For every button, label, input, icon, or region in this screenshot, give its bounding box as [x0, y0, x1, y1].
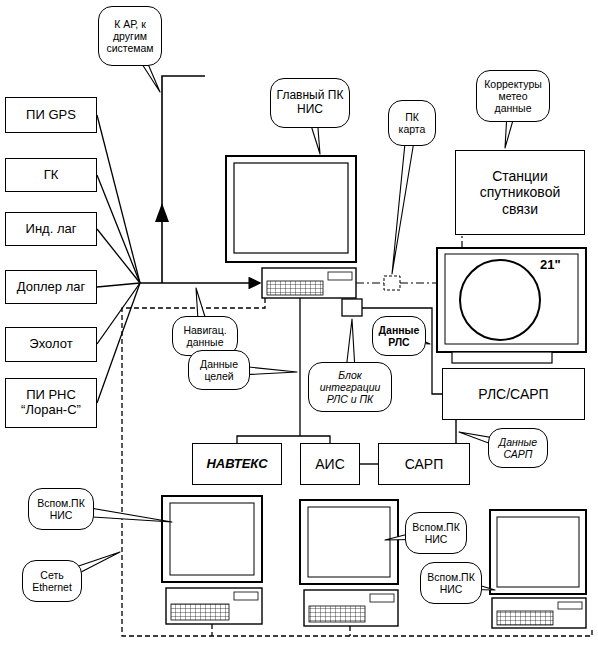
callout-bubble: Вспом.ПК НИС: [28, 488, 94, 530]
main-monitor: [226, 156, 356, 262]
drive-slot: [558, 602, 582, 609]
node-text: Данные РЛС: [377, 324, 421, 348]
node-text: Корректуры метео данные: [481, 78, 545, 114]
node-text: ПК карта: [393, 111, 431, 135]
callout-bubble: Данные САРП: [488, 428, 548, 468]
keyboard: [497, 611, 553, 625]
wire: [97, 283, 140, 403]
nav-data-arrow: [140, 282, 260, 284]
device-box: Инд. лаг: [5, 212, 97, 246]
device-box: ПИ GPS: [5, 97, 97, 133]
device-box: АИС: [300, 443, 360, 485]
node-text: Вспом.ПК НИС: [410, 521, 462, 545]
connector: [360, 463, 378, 464]
integration-block: [342, 299, 362, 316]
monitor-screen: [497, 517, 579, 587]
wire: [97, 283, 140, 287]
device-box: Доплер лаг: [5, 270, 97, 304]
keyboard: [171, 604, 229, 620]
node-text: Сеть Ethernet: [27, 569, 77, 593]
ap-line: [162, 76, 205, 283]
node-text: Эхолот: [29, 337, 72, 352]
callout-bubble: Данные целей: [188, 350, 250, 390]
node-text: Навигац. данные: [177, 324, 233, 348]
satellite-link: [356, 282, 384, 283]
monitor-screen: [234, 163, 348, 253]
node-text: ГК: [44, 168, 59, 183]
aux-monitor: [490, 510, 586, 594]
device-box: НАВТЕКС: [192, 443, 282, 485]
drive-slot: [234, 592, 258, 600]
node-text: Вспом.ПК НИС: [425, 571, 477, 595]
wire: [97, 229, 140, 283]
aux-unit: [166, 588, 262, 624]
wire: [97, 175, 140, 283]
node-text: Станции спутниковой связи: [460, 168, 580, 216]
callout-bubble: Корректуры метео данные: [476, 70, 550, 122]
device-box: САРП: [378, 443, 470, 485]
node-text: ПИ РНС “Лоран-С”: [10, 388, 92, 418]
device-box: РЛС/САРП: [442, 368, 585, 420]
wire: [97, 115, 140, 283]
ethernet-line: [122, 298, 592, 636]
node-text: РЛС/САРП: [478, 386, 548, 402]
node-text: Инд. лаг: [26, 222, 77, 237]
device-box: ПИ РНС “Лоран-С”: [5, 378, 97, 428]
aux-unit: [492, 598, 586, 628]
callout-tails: [52, 36, 520, 590]
radar-scope: [460, 260, 540, 340]
node-text: НАВТЕКС: [206, 457, 267, 472]
node-text: Данные САРП: [493, 436, 543, 460]
device-box: ГК: [5, 158, 97, 192]
radar-monitor: [437, 248, 586, 352]
callout-bubble: К АР, к другим системам: [98, 6, 162, 66]
monitor-screen: [170, 503, 254, 575]
aux-monitor: [162, 496, 262, 582]
node-text: ПИ GPS: [26, 108, 76, 123]
wire: [97, 283, 140, 344]
monitor-screen: [308, 507, 390, 577]
connector: [455, 420, 456, 443]
device-box: Эхолот: [5, 327, 97, 362]
target-data-wire: [237, 436, 330, 443]
radar-screen: [445, 254, 578, 344]
callout-bubble: Блок интеграции РЛС и ПК: [308, 362, 392, 412]
node-text: Вспом.ПК НИС: [33, 497, 89, 521]
callout-bubble: Главный ПК НИС: [270, 78, 350, 128]
drive-slot: [370, 594, 394, 602]
up-arrow: [155, 203, 169, 222]
keyboard: [309, 606, 365, 622]
keyboard: [267, 281, 323, 295]
device-box: Станции спутниковой связи: [455, 150, 585, 235]
node-text: САРП: [405, 456, 444, 472]
radar-base: [452, 352, 552, 363]
node-text: Блок интеграции РЛС и ПК: [313, 369, 387, 405]
callout-bubble: Сеть Ethernet: [22, 560, 82, 602]
node-text: К АР, к другим системам: [103, 18, 157, 54]
callout-bubble: ПК карта: [388, 100, 436, 146]
callout-bubble: Вспом.ПК НИС: [420, 562, 482, 604]
aux-monitor: [300, 500, 398, 584]
node-text: Главный ПК НИС: [275, 89, 345, 117]
node-text: Доплер лаг: [17, 280, 85, 295]
target-data-wire: [299, 298, 300, 436]
pc-card: [384, 276, 400, 290]
size-label: 21": [540, 258, 561, 271]
aux-unit: [304, 590, 398, 626]
drive-slot: [328, 272, 352, 280]
callout-bubble: Вспом.ПК НИС: [405, 512, 467, 554]
main-unit: [262, 268, 356, 298]
node-text: Данные целей: [193, 358, 245, 382]
node-text: АИС: [315, 456, 345, 472]
callout-bubble: Данные РЛС: [372, 316, 426, 356]
